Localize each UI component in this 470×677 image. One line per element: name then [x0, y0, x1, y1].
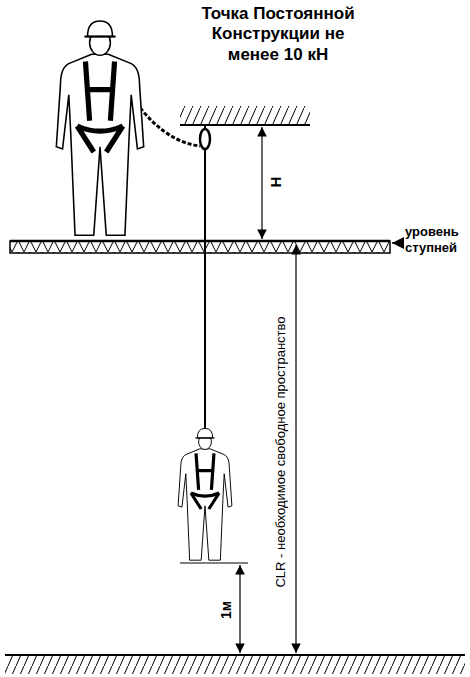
- clr-dimension: [295, 245, 296, 653]
- worker-hanging: [178, 428, 232, 560]
- ceiling-line: [180, 124, 310, 126]
- ground-line: [5, 654, 465, 656]
- carabiner: [200, 129, 210, 149]
- platform: [10, 241, 390, 253]
- h-label: H: [267, 174, 285, 191]
- ceiling-hatch: [180, 106, 310, 124]
- anchor-label: Точка Постоянной Конструкции не менее 10…: [193, 4, 363, 65]
- clr-label: CLR - необходимое свободное пространство: [273, 313, 289, 590]
- one-metre-dimension: [239, 565, 240, 653]
- ground-hatch: [5, 656, 465, 674]
- worker-standing: [56, 21, 143, 235]
- foot-level-label: уровень ступней: [405, 224, 467, 255]
- rope: [204, 149, 206, 428]
- one-metre-label: 1м: [218, 598, 235, 622]
- h-dimension: [261, 127, 262, 239]
- level-arrow: [392, 242, 403, 244]
